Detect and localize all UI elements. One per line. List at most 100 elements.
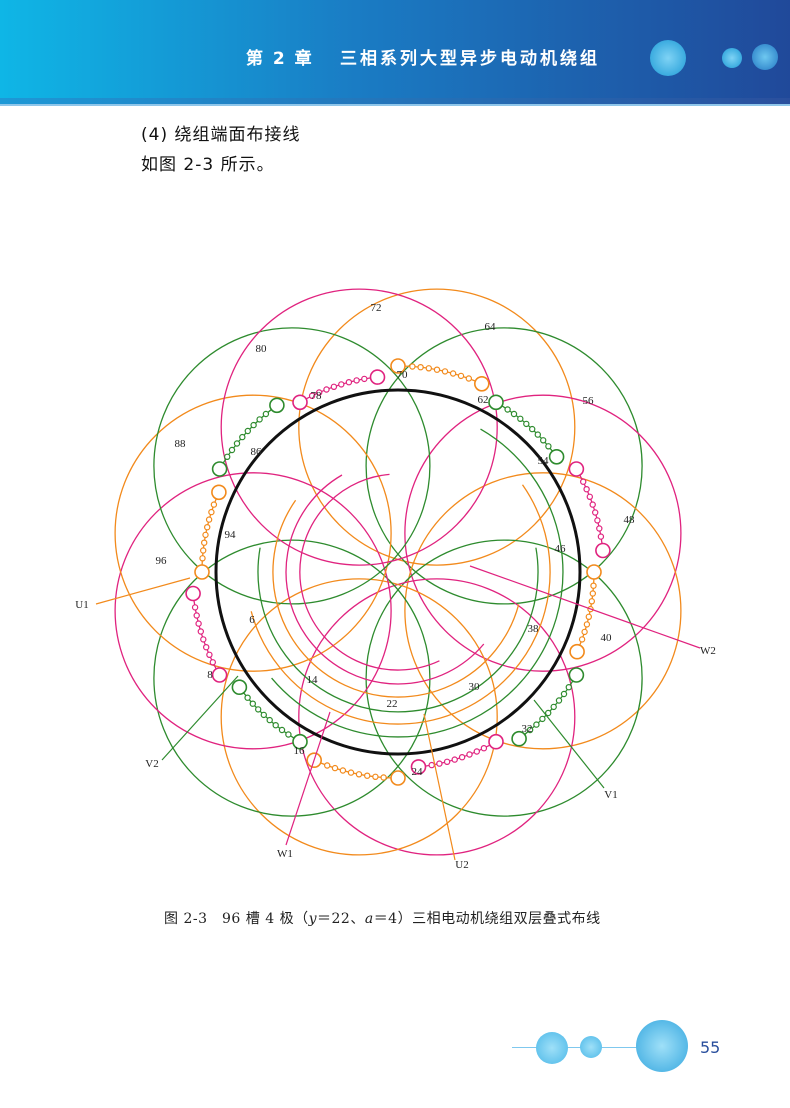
coil-bead — [256, 416, 263, 423]
coil-bead — [451, 756, 458, 763]
terminal-lead-line — [423, 713, 456, 861]
coil-bead — [480, 745, 488, 752]
coil-bead — [436, 760, 443, 767]
coil-bead — [580, 478, 587, 485]
coil-bead — [233, 440, 241, 447]
coil-bead — [323, 386, 330, 393]
coil-bead — [347, 769, 355, 776]
coil-bead — [534, 431, 542, 438]
slot-label: V1 — [604, 789, 617, 801]
coil-bead — [583, 486, 590, 493]
coil-bead — [355, 771, 363, 778]
coil-loop — [298, 288, 576, 566]
coil-bead — [578, 636, 586, 643]
coil-bead — [457, 372, 465, 380]
coil-bead — [345, 379, 353, 386]
header-divider — [0, 98, 790, 104]
slot-label: 40 — [601, 632, 613, 644]
coil-bead — [191, 604, 199, 611]
coil-bead — [533, 721, 540, 728]
slot-label: 62 — [478, 394, 489, 406]
coil-end-node — [488, 394, 504, 411]
coil-bead — [331, 764, 339, 772]
coil-bead — [353, 377, 360, 384]
inner-arc — [271, 428, 564, 738]
slot-label: 78 — [311, 390, 323, 402]
slot-label: 56 — [583, 395, 595, 407]
slot-label: 54 — [538, 455, 550, 467]
coil-bead — [210, 501, 218, 508]
coil-bead — [361, 375, 368, 383]
inner-arc — [299, 473, 440, 671]
terminal-lead-line — [161, 675, 239, 761]
coil-bead — [193, 612, 200, 619]
coil-bead — [590, 582, 597, 589]
coil-bead — [203, 524, 211, 531]
coil-bead — [206, 651, 213, 659]
slot-label: U2 — [455, 859, 468, 871]
inner-arc — [257, 547, 539, 713]
coil-bead — [523, 420, 530, 428]
coil-bead — [278, 726, 286, 734]
slot-label: 86 — [251, 446, 263, 458]
coil-loop — [404, 394, 682, 672]
slot-label: 30 — [469, 681, 481, 693]
coil-end-loops — [114, 288, 682, 856]
coil-bead — [560, 690, 568, 698]
coil-bead — [443, 758, 451, 766]
header-decor-circle-right — [752, 44, 778, 70]
coil-bead — [250, 421, 257, 429]
coil-bead — [597, 533, 605, 540]
terminal-leads — [95, 565, 701, 861]
coil-bead — [586, 493, 594, 500]
coil-bead — [209, 659, 216, 666]
inner-arc — [285, 474, 485, 685]
coil-bead — [195, 620, 202, 627]
coil-bead — [583, 621, 591, 628]
coil-bead — [540, 437, 547, 444]
coil-bead — [428, 761, 435, 769]
coil-end-node — [185, 585, 201, 602]
coil-bead — [324, 762, 331, 769]
slot-label: 14 — [307, 674, 319, 686]
coil-bead — [473, 748, 480, 755]
coil-loop — [404, 472, 682, 750]
coil-bead — [449, 370, 457, 377]
coil-bead — [441, 368, 449, 375]
coil-bead — [308, 392, 316, 399]
coil-end-node — [473, 375, 490, 392]
coil-end-node — [194, 564, 210, 580]
chapter-title: 三相系列大型异步电动机绕组 — [340, 49, 600, 69]
coil-bead — [372, 773, 379, 781]
slot-label: 88 — [175, 438, 187, 450]
coil-chain-arc — [201, 498, 217, 566]
coil-bead — [316, 389, 323, 396]
coil-bead — [545, 709, 552, 717]
coil-end-node — [568, 667, 585, 683]
body-paragraph: 如图 2-3 所示。 — [141, 155, 275, 175]
terminal-lead-line — [469, 565, 701, 649]
coil-bead — [262, 410, 270, 418]
coil-bead — [199, 547, 207, 554]
terminal-lead-line — [285, 711, 331, 846]
footer-decor-circle-1 — [536, 1032, 568, 1064]
slot-label: 24 — [412, 766, 424, 778]
slot-label: V2 — [145, 758, 158, 770]
coil-loop — [365, 539, 643, 817]
coil-bead — [249, 700, 256, 707]
coil-bead — [200, 539, 208, 546]
coil-end-node — [369, 369, 386, 385]
coil-bead — [539, 715, 546, 723]
slot-label: 96 — [156, 555, 168, 567]
coil-loop — [153, 539, 431, 817]
coil-end-node — [511, 730, 527, 747]
coil-bead — [458, 754, 466, 761]
stator-ring — [214, 388, 582, 756]
coil-bead — [200, 636, 207, 643]
coil-chain-arc — [320, 762, 391, 779]
slot-label: 80 — [256, 343, 268, 355]
slot-label: 16 — [294, 745, 306, 757]
coil-chain-arc — [579, 474, 603, 544]
